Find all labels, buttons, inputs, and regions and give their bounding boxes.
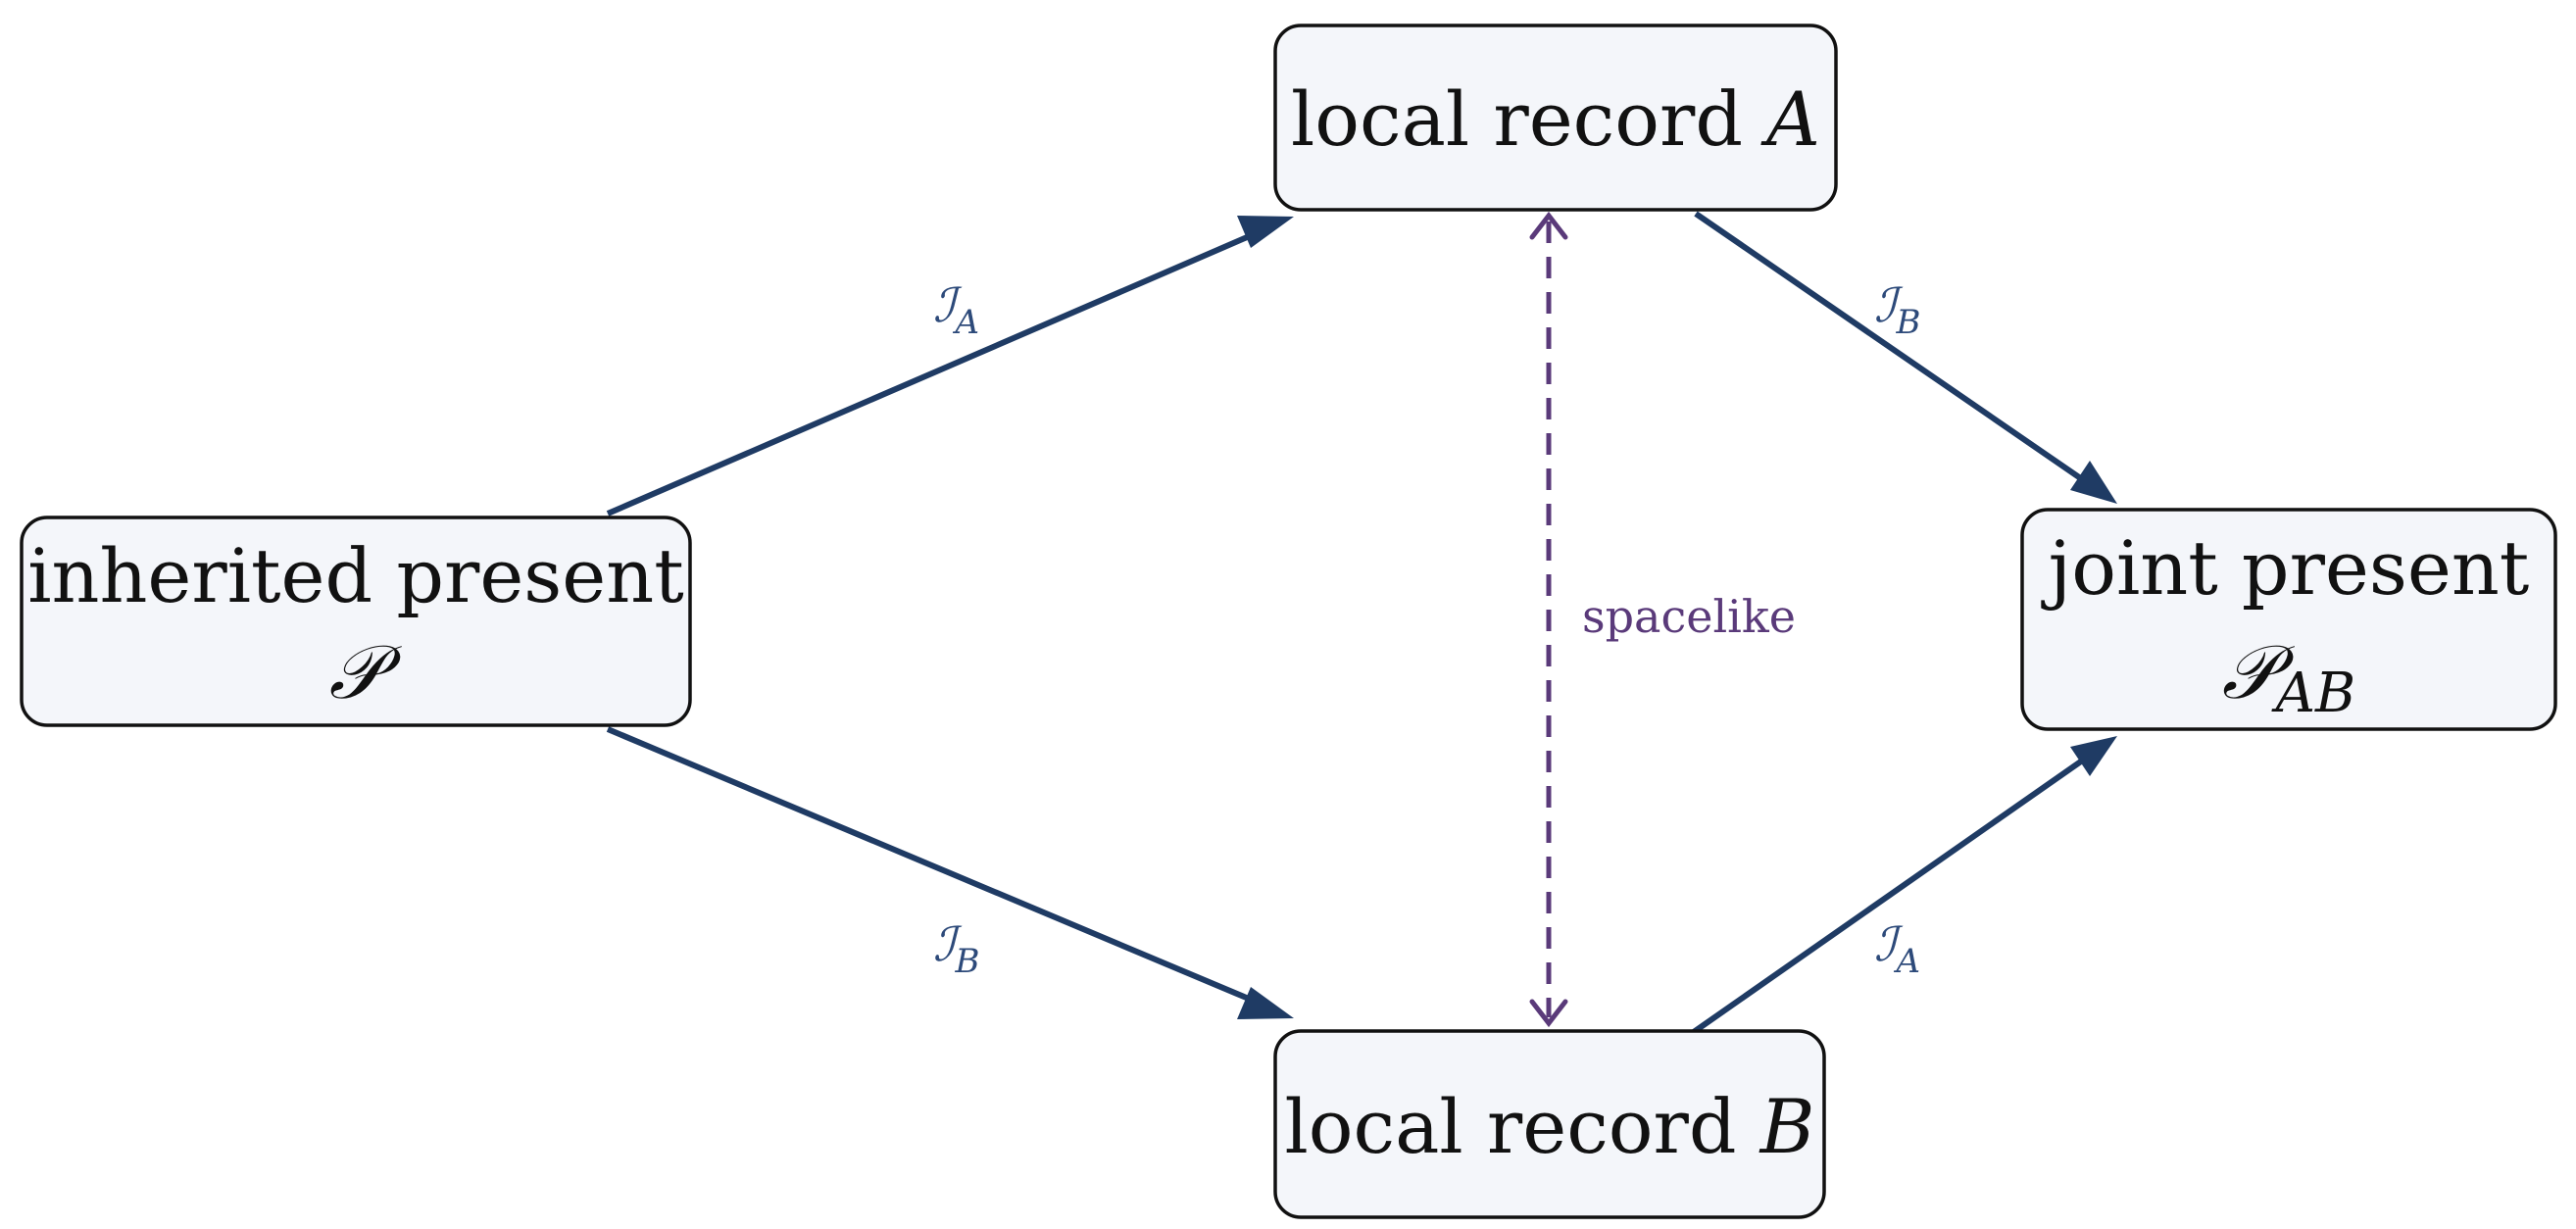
node-joint-present-label: joint present — [2041, 524, 2530, 612]
edge-record-a-to-joint — [1694, 211, 2117, 504]
arrowhead — [1237, 216, 1294, 248]
spacelike-arrowhead-top — [1529, 211, 1568, 240]
arrowhead — [1237, 987, 1294, 1019]
edge-inherited-to-record-a — [606, 216, 1294, 516]
spacelike-connector — [1529, 211, 1568, 1028]
node-local-record-a-label: local record A — [1291, 75, 1820, 163]
arrowhead — [2070, 736, 2117, 776]
node-inherited-present-label: inherited present — [27, 532, 684, 619]
arrowhead — [2070, 461, 2117, 504]
edge-label-p-to-a: ℐA — [933, 278, 979, 342]
edge-label-b-to-joint: ℐA — [1874, 917, 1920, 981]
node-inherited-present: inherited present 𝒫 — [20, 516, 692, 727]
spacelike-arrowhead-bottom — [1529, 999, 1568, 1028]
spacelike-label: spacelike — [1582, 590, 1796, 643]
node-local-record-b-label: local record B — [1284, 1083, 1814, 1170]
node-local-record-a: local record A — [1273, 24, 1838, 212]
edge-label-a-to-joint: ℐB — [1874, 278, 1921, 342]
edge-label-p-to-b: ℐB — [933, 917, 980, 981]
node-joint-present: joint present 𝒫AB — [2020, 508, 2557, 731]
edge-record-b-to-joint — [1689, 736, 2117, 1037]
node-local-record-b: local record B — [1273, 1029, 1826, 1219]
edge-inherited-to-record-b — [606, 726, 1294, 1019]
